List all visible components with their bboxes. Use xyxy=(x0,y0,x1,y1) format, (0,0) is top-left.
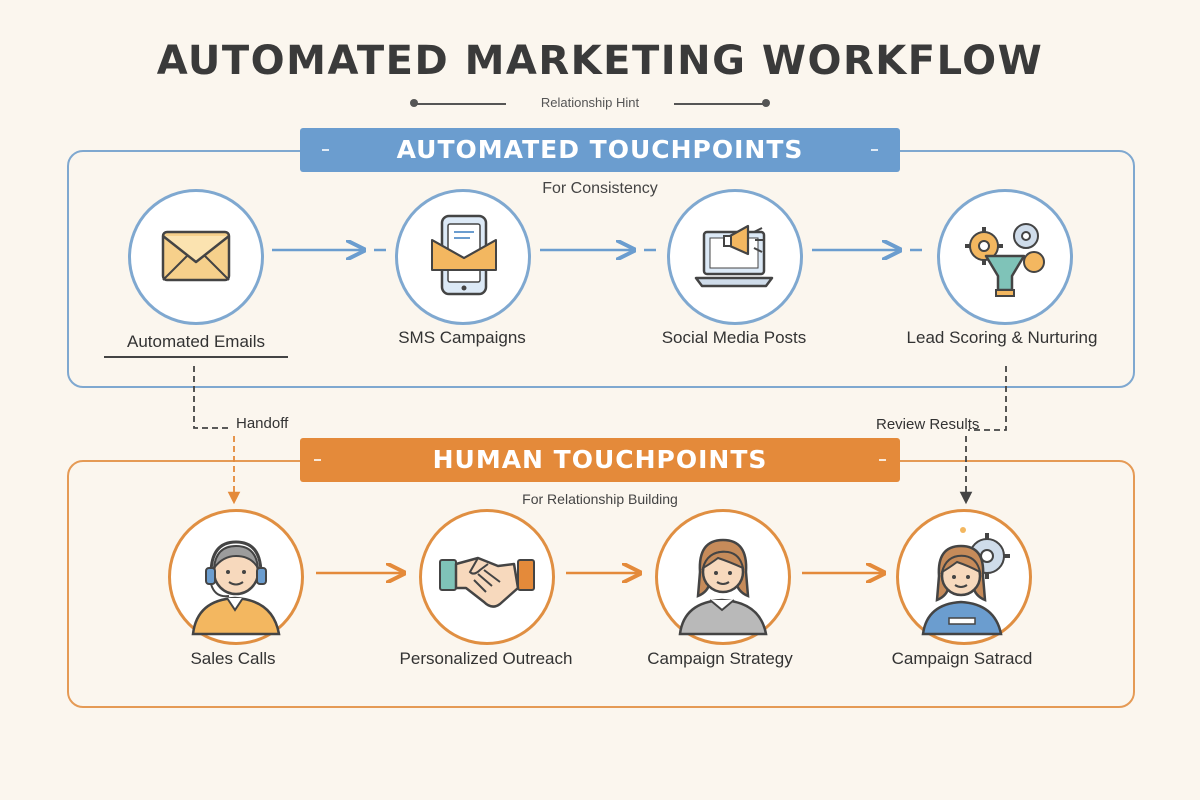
headset-agent-icon xyxy=(191,540,281,636)
automated-banner-title: AUTOMATED TOUCHPOINTS xyxy=(396,135,804,164)
laptop-megaphone-icon xyxy=(694,224,774,288)
review-results-label: Review Results xyxy=(876,416,980,433)
human-banner: HUMAN TOUCHPOINTS xyxy=(300,438,900,482)
subtitle-left-dot xyxy=(410,99,418,107)
automated-subtitle: For Consistency xyxy=(542,180,658,197)
campaign-strategy-label: Campaign Strategy xyxy=(647,649,793,668)
page-title: AUTOMATED MARKETING WORKFLOW xyxy=(156,38,1044,84)
personalized-outreach-node[interactable] xyxy=(419,509,555,645)
human-subtitle: For Relationship Building xyxy=(522,491,678,507)
banner-right-dash xyxy=(871,149,878,151)
review-connector xyxy=(968,366,1007,431)
social-media-posts-label: Social Media Posts xyxy=(661,328,807,347)
personalized-outreach-label: Personalized Outreach xyxy=(399,649,573,668)
handshake-icon xyxy=(439,556,535,608)
strategist-person-icon xyxy=(678,538,768,636)
page-subtitle: Relationship Hint xyxy=(506,95,674,110)
campaign-satracd-node[interactable] xyxy=(896,509,1032,645)
sms-campaigns-label: SMS Campaigns xyxy=(398,328,526,347)
campaign-satracd-label: Campaign Satracd xyxy=(891,649,1033,668)
automated-banner: AUTOMATED TOUCHPOINTS xyxy=(300,128,900,172)
banner-left-dash xyxy=(322,149,329,151)
handoff-label: Handoff xyxy=(236,415,289,432)
gears-funnel-icon xyxy=(965,223,1045,297)
envelope-icon xyxy=(161,230,231,282)
subtitle-right-line xyxy=(674,103,764,105)
subtitle-left-line xyxy=(416,103,506,105)
campaign-strategy-node[interactable] xyxy=(655,509,791,645)
lead-scoring-label: Lead Scoring & Nurturing xyxy=(906,328,1098,347)
sms-campaigns-node[interactable] xyxy=(395,189,531,325)
sales-calls-node[interactable] xyxy=(168,509,304,645)
lead-scoring-node[interactable] xyxy=(937,189,1073,325)
phone-message-icon xyxy=(431,214,497,296)
banner-left-dash xyxy=(314,459,321,461)
automated-emails-underline xyxy=(104,356,288,358)
handoff-connector xyxy=(193,366,232,429)
subtitle-row: Relationship Hint xyxy=(410,93,770,113)
banner-right-dash xyxy=(879,459,886,461)
sales-calls-label: Sales Calls xyxy=(190,649,276,668)
human-banner-title: HUMAN TOUCHPOINTS xyxy=(432,445,768,474)
automated-emails-label: Automated Emails xyxy=(127,332,265,351)
social-media-posts-node[interactable] xyxy=(667,189,803,325)
automated-emails-node[interactable] xyxy=(128,189,264,325)
subtitle-right-dot xyxy=(762,99,770,107)
person-gear-icon xyxy=(921,527,1010,636)
